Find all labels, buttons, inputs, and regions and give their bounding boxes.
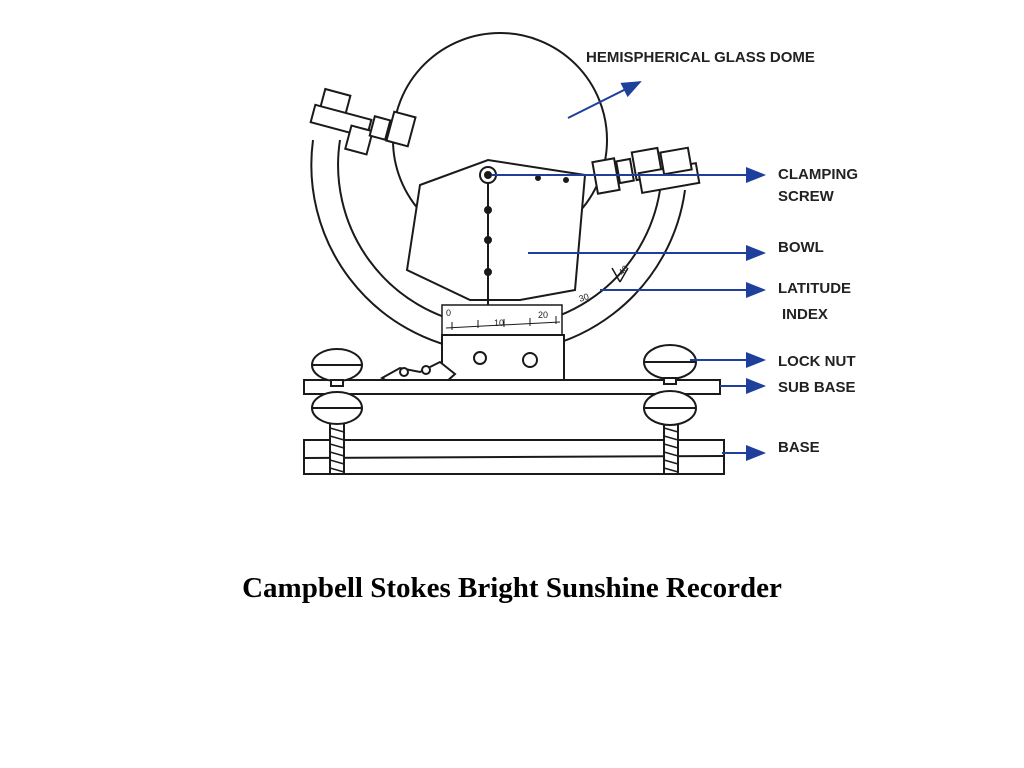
- right-lock-nut: [643, 344, 697, 426]
- latitude-tick-30: 30: [578, 291, 591, 304]
- label-clamping-screw-2: SCREW: [778, 188, 835, 205]
- dome-arrow: [567, 81, 642, 119]
- latitude-tick-10: 10: [494, 318, 504, 328]
- latitude-tick-0: 0: [446, 308, 451, 318]
- sunshine-recorder-diagram: 0 10 20 30 40: [303, 32, 858, 475]
- label-base: BASE: [778, 439, 820, 456]
- label-clamping-screw-1: CLAMPING: [778, 166, 858, 183]
- latitude-tick-20: 20: [538, 310, 548, 320]
- latitude-pointer: [611, 267, 629, 283]
- pedestal: [380, 334, 565, 384]
- sub-base-plate: [303, 379, 721, 395]
- bowl: [405, 158, 587, 310]
- label-bowl: BOWL: [778, 239, 824, 256]
- label-sub-base: SUB BASE: [778, 379, 856, 396]
- label-dome: HEMISPHERICAL GLASS DOME: [586, 49, 815, 66]
- label-latitude-index-1: LATITUDE: [778, 280, 851, 297]
- left-lock-nut: [311, 348, 363, 425]
- label-latitude-index-2: INDEX: [782, 306, 828, 323]
- label-lock-nut: LOCK NUT: [778, 353, 856, 370]
- right-clamp: [591, 146, 701, 195]
- left-clamp: [309, 87, 417, 156]
- diagram-caption: Campbell Stokes Bright Sunshine Recorder: [242, 572, 782, 604]
- leader-arrows: [492, 81, 766, 461]
- base-plate: [303, 439, 725, 475]
